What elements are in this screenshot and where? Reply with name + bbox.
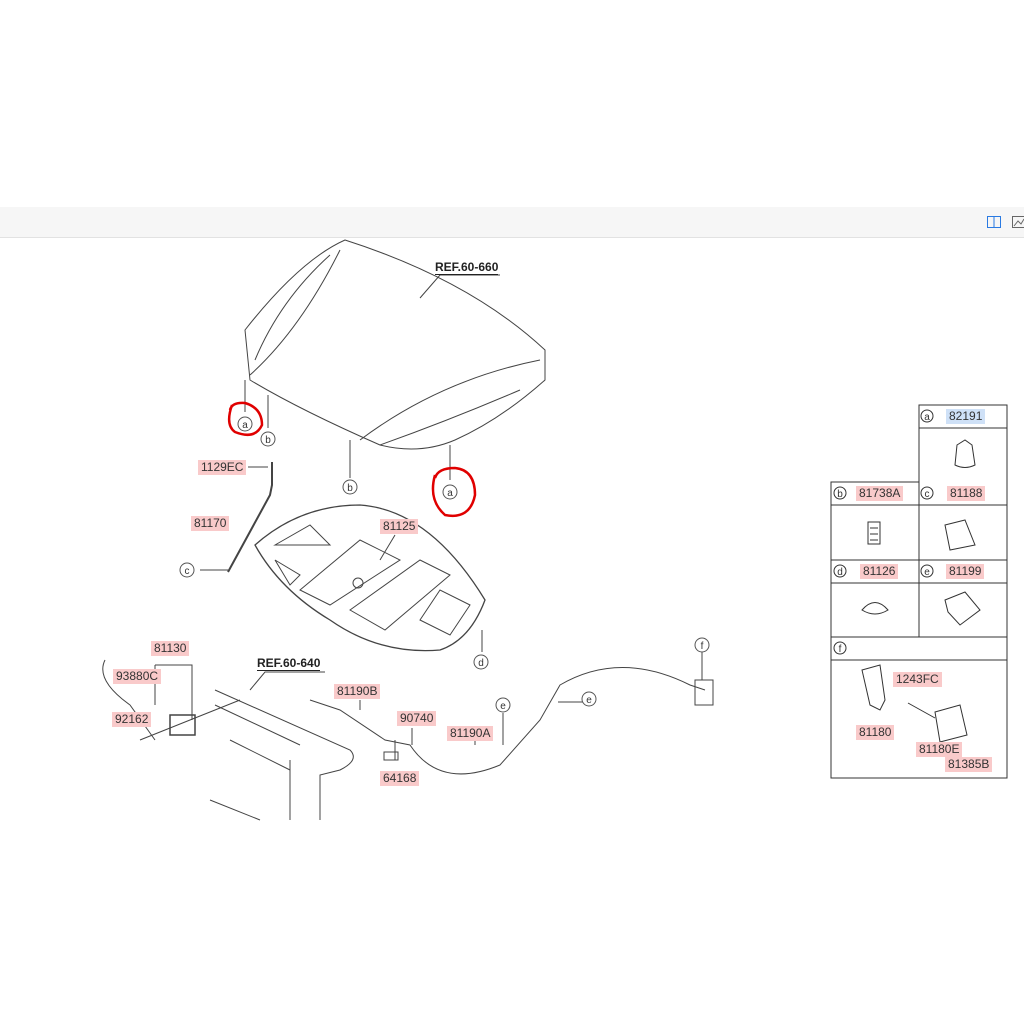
- ref-panel[interactable]: REF.60-640: [257, 656, 321, 671]
- callout-f: f: [701, 641, 704, 652]
- legend-key-d: d: [837, 567, 843, 578]
- part-93880C[interactable]: 93880C: [113, 669, 162, 684]
- front-panel: [209, 689, 354, 821]
- callout-b: b: [347, 483, 353, 494]
- red-annotation-circle: [227, 401, 264, 437]
- legend-key-b: b: [837, 489, 843, 500]
- hood-outline: [244, 239, 546, 450]
- part-81170[interactable]: 81170: [191, 516, 230, 531]
- legend-part-81180[interactable]: 81180: [856, 725, 895, 740]
- legend-part-81199[interactable]: 81199: [946, 564, 985, 579]
- red-annotation-circle: [431, 466, 477, 518]
- part-90740[interactable]: 90740: [397, 711, 437, 726]
- legend-key-f: f: [839, 644, 842, 655]
- legend-part-81188[interactable]: 81188: [947, 486, 986, 501]
- legend-part-82191[interactable]: 82191: [946, 409, 986, 424]
- legend-key-c: c: [925, 489, 930, 500]
- callout-a: a: [242, 420, 248, 431]
- legend-key-a: a: [924, 412, 930, 423]
- ref-hood[interactable]: REF.60-660: [435, 260, 499, 275]
- callout-e: e: [500, 701, 506, 712]
- part-92162[interactable]: 92162: [112, 712, 152, 727]
- legend-part-81180E[interactable]: 81180E: [916, 742, 963, 757]
- part-81190A[interactable]: 81190A: [447, 726, 494, 741]
- hood-strut: [227, 462, 273, 573]
- viewer-toolbar: [0, 207, 1024, 238]
- split-view-icon[interactable]: [987, 216, 1001, 228]
- legend-key-e: e: [924, 567, 930, 578]
- legend-part-81126[interactable]: 81126: [860, 564, 899, 579]
- part-81125[interactable]: 81125: [380, 519, 419, 534]
- callout-c: c: [185, 566, 190, 577]
- legend-table: [830, 404, 1008, 779]
- image-icon[interactable]: [1012, 216, 1024, 228]
- callout-b: b: [265, 435, 271, 446]
- part-64168[interactable]: 64168: [380, 771, 420, 786]
- legend-part-1243FC[interactable]: 1243FC: [893, 672, 942, 687]
- legend-part-81385B[interactable]: 81385B: [945, 757, 993, 772]
- callout-d: d: [478, 658, 484, 669]
- part-81190B[interactable]: 81190B: [334, 684, 381, 699]
- callout-e: e: [586, 695, 592, 706]
- release-cable: [309, 667, 706, 775]
- part-81130[interactable]: 81130: [151, 641, 190, 656]
- part-1129EC[interactable]: 1129EC: [198, 460, 247, 475]
- legend-part-81738A[interactable]: 81738A: [856, 486, 904, 501]
- callout-a: a: [447, 488, 453, 499]
- insulator-pad: [254, 504, 486, 652]
